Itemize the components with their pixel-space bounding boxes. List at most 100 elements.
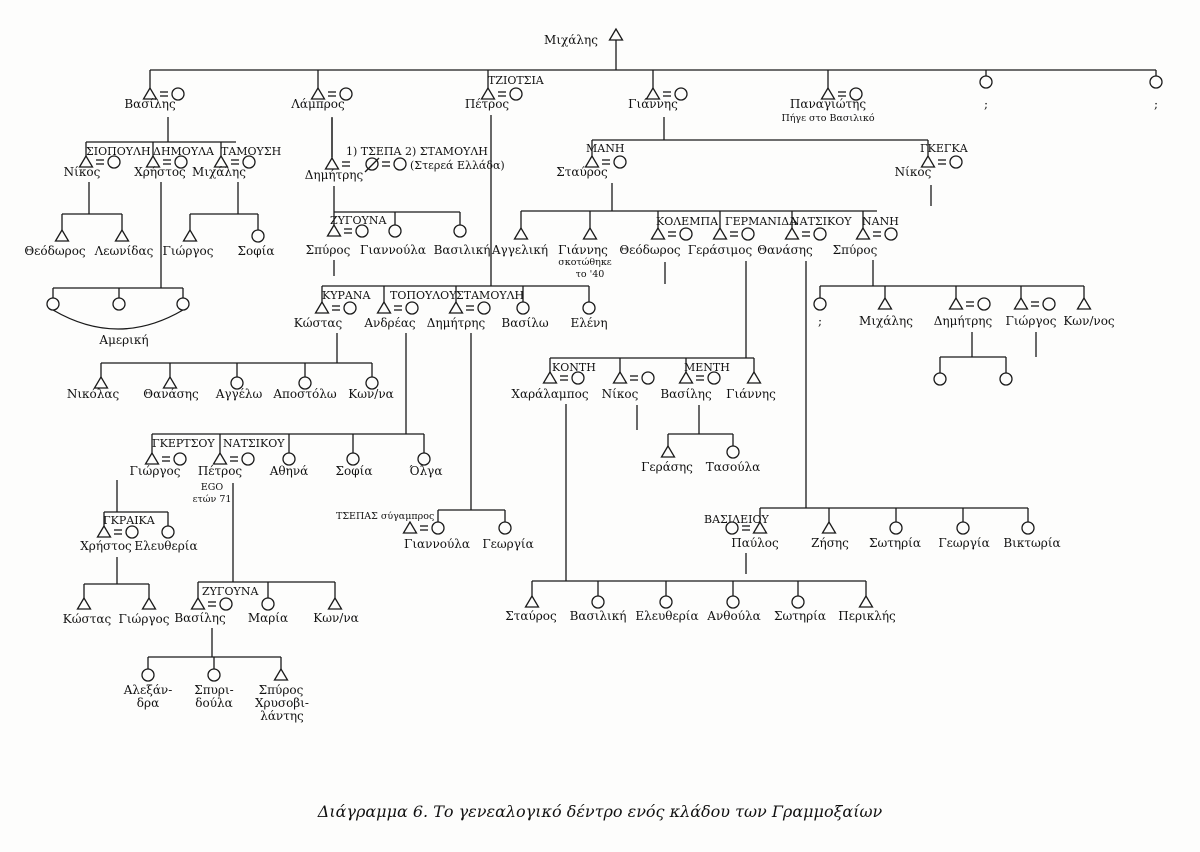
label-giannis3: Γιάννης — [726, 387, 776, 401]
male-symbol — [141, 596, 157, 610]
label-dimitris3: Δημήτρης — [934, 314, 993, 328]
label-viktoria: Βικτωρία — [1003, 536, 1060, 550]
male-symbol — [678, 370, 694, 384]
female-symbol — [613, 155, 627, 169]
label-menti: ΜΕΝΤΗ — [684, 361, 730, 374]
label-kolempa: ΚΟΛΕΜΠΑ — [656, 215, 719, 228]
male-symbol — [784, 226, 800, 240]
female-symbol — [707, 371, 721, 385]
label-georgia1: Γεωργία — [482, 537, 533, 551]
label-gkraika: ΓΚΡΑΙΚΑ — [103, 514, 156, 527]
label-michalis3: Μιχάλης — [859, 314, 913, 328]
label-thanasis2: Θανάσης — [143, 387, 199, 401]
female-symbol — [241, 452, 255, 466]
label-spyros3_3: λάντης — [260, 709, 304, 723]
label-amerika: Αμερική — [98, 333, 148, 347]
label-tamousi: ΤΑΜΟΥΣΗ — [221, 145, 281, 158]
label-christos2: Χρήστος — [80, 539, 132, 553]
female-symbol — [219, 597, 233, 611]
label-siopouli: ΣΙΟΠΟΥΛΗ — [86, 145, 151, 158]
label-nikolas: Νικόλας — [67, 387, 120, 401]
label-athina: Αθηνά — [269, 464, 308, 478]
label-charalampos: Χαράλαμπος — [511, 387, 588, 401]
label-dimitris1: Δημήτρης — [305, 168, 364, 182]
label-sotiria2: Σωτηρία — [774, 609, 826, 623]
label-konna2: Κων/να — [313, 611, 359, 625]
label-zygouna2: ΖΥΓΟΥΝΑ — [202, 585, 259, 598]
label-zisis: Ζήσης — [811, 536, 849, 550]
female-symbol — [242, 155, 256, 169]
label-giannis2: Γιάννης — [558, 243, 608, 257]
female-symbol — [431, 521, 445, 535]
male-symbol — [820, 86, 836, 100]
label-thanasis1: Θανάσης — [757, 243, 813, 257]
male-symbol — [920, 154, 936, 168]
male-symbol — [190, 596, 206, 610]
female-symbol — [417, 452, 431, 466]
label-stavros1: Σταύρος — [556, 165, 608, 179]
label-vasilis1: Βασίλης — [124, 97, 176, 111]
female-symbol — [884, 227, 898, 241]
label-sofia2: Σοφία — [336, 464, 373, 478]
label-vasilis2: Βασίλης — [660, 387, 712, 401]
male-symbol — [513, 226, 529, 240]
male-symbol — [948, 296, 964, 310]
label-andreas: Ανδρέας — [363, 316, 416, 330]
male-symbol — [54, 228, 70, 242]
label-nikos2: Νίκος — [895, 165, 932, 179]
female-symbol — [1149, 75, 1163, 89]
female-symbol — [571, 371, 585, 385]
male-symbol — [752, 520, 768, 534]
male-symbol — [524, 594, 540, 608]
female-symbol — [741, 227, 755, 241]
male-symbol — [660, 444, 676, 458]
female-symbol — [125, 525, 139, 539]
female-symbol — [889, 521, 903, 535]
female-symbol — [791, 595, 805, 609]
female-symbol — [813, 227, 827, 241]
label-olga: Όλγα — [410, 464, 443, 478]
female-symbol — [365, 376, 379, 390]
label-vasilo: Βασίλω — [501, 316, 548, 330]
label-vasiliki1: Βασιλική — [434, 243, 491, 257]
label-gkegka: ΓΚΕΓΚΑ — [920, 142, 969, 155]
female-symbol — [509, 87, 523, 101]
label-christos1: Χρήστος — [134, 165, 186, 179]
label-spyros3_1: Σπύρος — [259, 683, 304, 697]
female-symbol — [979, 75, 993, 89]
male-symbol — [93, 375, 109, 389]
label-eleni: Ελένη — [570, 316, 607, 330]
label-gerasimos: Γεράσιμος — [688, 243, 753, 257]
female-symbol — [725, 521, 739, 535]
female-symbol — [343, 301, 357, 315]
label-tasoula: Τασούλα — [706, 460, 761, 474]
label-spyridoula1: Σπυρι- — [194, 683, 233, 697]
label-giorgos4: Γιώργος — [119, 612, 170, 626]
label-petros2: Πέτρος — [198, 464, 243, 478]
label-giannoula1: Γιαννούλα — [360, 243, 426, 257]
label-vasileiou: ΒΑΣΙΛΕΙΟΥ — [704, 513, 769, 526]
label-sotiria1: Σωτηρία — [869, 536, 921, 550]
female-symbol — [591, 595, 605, 609]
male-symbol — [273, 667, 289, 681]
male-symbol — [542, 370, 558, 384]
male-symbol — [142, 86, 158, 100]
male-symbol — [324, 156, 340, 170]
label-nikos1: Νίκος — [64, 165, 101, 179]
female-symbol — [498, 521, 512, 535]
male-symbol — [1076, 296, 1092, 310]
female-symbol — [112, 297, 126, 311]
label-tziotsia: ΤΖΙΟΤΣΙΑ — [488, 74, 545, 87]
label-angelo: Αγγέλω — [215, 387, 263, 401]
label-q3: ; — [818, 314, 822, 328]
label-theodoros2: Θεόδωρος — [619, 243, 681, 257]
label-alexandra1: Αλεξάν- — [123, 683, 173, 697]
male-symbol — [584, 154, 600, 168]
label-panagiotis_note: Πήγε στο Βασιλικό — [781, 113, 874, 124]
label-q2: ; — [1154, 97, 1158, 111]
label-mani: ΜΑΝΗ — [586, 142, 624, 155]
label-kostas1: Κώστας — [294, 316, 343, 330]
female-symbol — [453, 224, 467, 238]
female-symbol — [261, 597, 275, 611]
label-vasiliki2: Βασιλική — [570, 609, 627, 623]
